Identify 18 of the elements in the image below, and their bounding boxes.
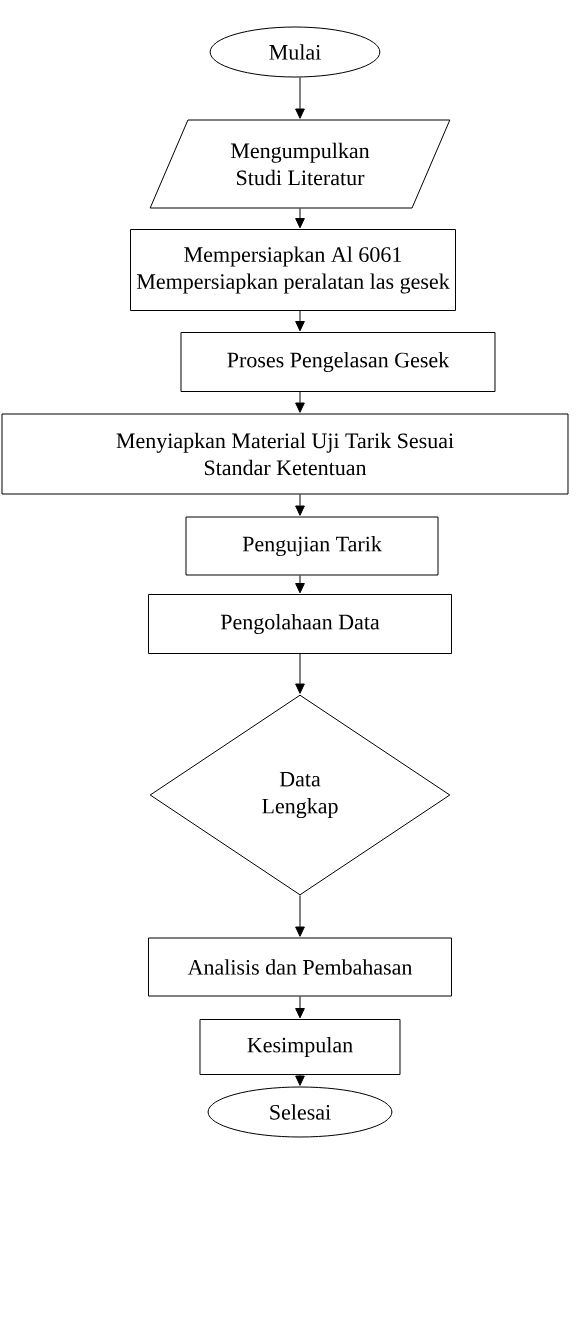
arrow bbox=[295, 391, 305, 413]
process-box: Kesimpulan bbox=[199, 1019, 401, 1075]
input-parallelogram: Mengumpulkan Studi Literatur bbox=[149, 119, 451, 209]
arrow bbox=[295, 494, 305, 516]
process-box: Analisis dan Pembahasan bbox=[148, 937, 452, 997]
process-box: Pengujian Tarik bbox=[185, 516, 439, 576]
arrow bbox=[295, 653, 305, 694]
process-box: Pengolahaan Data bbox=[148, 594, 452, 654]
arrow bbox=[295, 1074, 305, 1086]
process-box: Menyiapkan Material Uji Tarik Sesuai Standar Ketentuan bbox=[1, 413, 569, 495]
process-box: Proses Pengelasan Gesek bbox=[180, 332, 496, 392]
arrow bbox=[295, 208, 305, 229]
arrow bbox=[295, 310, 305, 332]
arrow bbox=[295, 996, 305, 1019]
process-box: Mempersiapkan Al 6061 Mempersiapkan peralatan las gesek bbox=[130, 229, 456, 311]
arrow bbox=[295, 77, 305, 119]
arrow bbox=[295, 895, 305, 937]
arrow bbox=[295, 575, 305, 594]
